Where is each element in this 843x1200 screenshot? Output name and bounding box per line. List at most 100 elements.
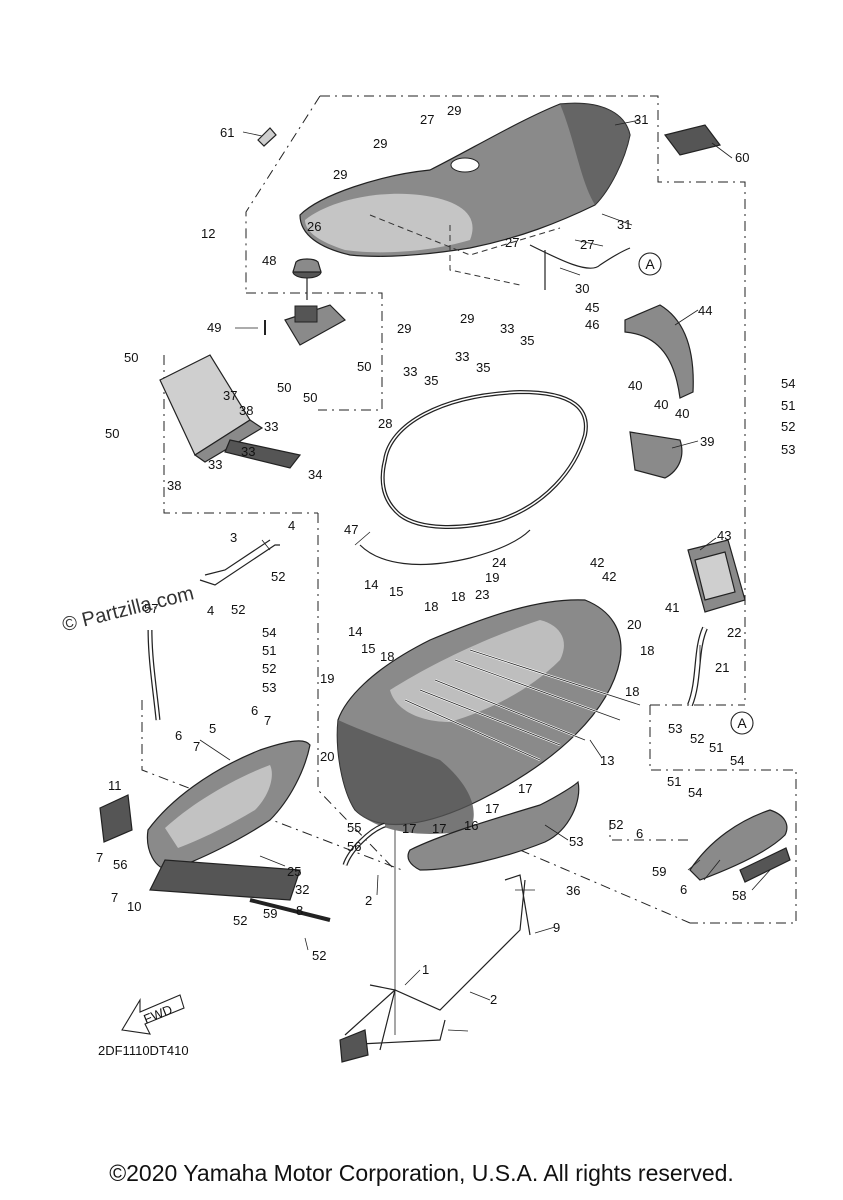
part-label: 24 <box>492 555 506 570</box>
tube-21 <box>687 626 708 707</box>
latch-assembly-49 <box>264 304 346 346</box>
part-label: 42 <box>602 569 616 584</box>
part-label: 45 <box>585 300 599 315</box>
part-label: 59 <box>652 864 666 879</box>
part-label: 18 <box>640 643 654 658</box>
part-label: 58 <box>732 888 746 903</box>
part-label: 17 <box>432 821 446 836</box>
part-label: 10 <box>127 899 141 914</box>
part-label: 41 <box>665 600 679 615</box>
part-label: 46 <box>585 317 599 332</box>
part-label: 6 <box>680 882 687 897</box>
part-labels: 61 27 29 31 60 29 29 12 26 31 27 27 48 3… <box>96 103 795 1007</box>
part-label: 52 <box>262 661 276 676</box>
part-label: 50 <box>277 380 291 395</box>
part-label: 7 <box>193 739 200 754</box>
trim-44 <box>624 304 694 399</box>
part-label: 43 <box>717 528 731 543</box>
part-label: 1 <box>422 962 429 977</box>
part-label: 11 <box>108 778 122 793</box>
part-label: 37 <box>223 388 237 403</box>
part-label: 52 <box>609 817 623 832</box>
part-label: 19 <box>320 671 334 686</box>
part-label: 56 <box>347 839 361 854</box>
part-label: 2 <box>365 893 372 908</box>
part-label: 51 <box>709 740 723 755</box>
part-label: 40 <box>628 378 642 393</box>
part-label: 15 <box>389 584 403 599</box>
part-label: 53 <box>262 680 276 695</box>
part-label: 53 <box>569 834 583 849</box>
part-label: 18 <box>625 684 639 699</box>
part-label: 29 <box>397 321 411 336</box>
bracket-43 <box>687 539 746 613</box>
part-label: 25 <box>287 864 301 879</box>
part-label: 50 <box>105 426 119 441</box>
part-label: 54 <box>781 376 795 391</box>
part-label: 31 <box>634 112 648 127</box>
part-label: 9 <box>553 920 560 935</box>
part-label: 14 <box>364 577 378 592</box>
part-label: 59 <box>263 906 277 921</box>
part-label: 55 <box>347 820 361 835</box>
part-label: 17 <box>518 781 532 796</box>
cap-48 <box>292 258 322 300</box>
part-label: 22 <box>727 625 741 640</box>
bracket-61 <box>257 127 277 147</box>
part-label: 30 <box>575 281 589 296</box>
callout-a-lower: A <box>730 711 754 735</box>
part-label: 49 <box>207 320 221 335</box>
part-label: 14 <box>348 624 362 639</box>
callout-letter: A <box>737 715 747 731</box>
reflector-11 <box>99 794 133 843</box>
part-label: 52 <box>233 913 247 928</box>
part-label: 13 <box>600 753 614 768</box>
part-label: 52 <box>781 419 795 434</box>
part-label: 27 <box>420 112 434 127</box>
hinge-39 <box>629 431 683 479</box>
part-label: 33 <box>403 364 417 379</box>
part-label: 33 <box>241 444 255 459</box>
part-label: 47 <box>344 522 358 537</box>
part-label: 7 <box>111 890 118 905</box>
stand-1 <box>339 874 531 1063</box>
part-label: 18 <box>451 589 465 604</box>
part-label: 35 <box>424 373 438 388</box>
part-label: 6 <box>251 703 258 718</box>
part-label: 54 <box>730 753 744 768</box>
part-label: 50 <box>303 390 317 405</box>
part-label: 31 <box>617 217 631 232</box>
part-label: 27 <box>505 235 519 250</box>
part-label: 26 <box>307 219 321 234</box>
storage-bin-body <box>336 599 641 834</box>
part-label: 3 <box>230 530 237 545</box>
part-label: 4 <box>288 518 295 533</box>
part-label: 28 <box>378 416 392 431</box>
part-label: 52 <box>690 731 704 746</box>
part-label: 33 <box>455 349 469 364</box>
diagram-code: 2DF1110DT410 <box>98 1043 189 1058</box>
rod-9 <box>249 898 331 922</box>
part-label: 52 <box>231 602 245 617</box>
part-label: 16 <box>464 818 478 833</box>
fwd-arrow: FWD <box>121 994 185 1035</box>
leader-lines <box>199 119 771 1035</box>
copyright-notice: ©2020 Yamaha Motor Corporation, U.S.A. A… <box>109 1160 734 1186</box>
part-label: 38 <box>167 478 181 493</box>
part-label: 20 <box>320 749 334 764</box>
part-label: 32 <box>295 882 309 897</box>
part-label: 51 <box>262 643 276 658</box>
part-label: 54 <box>262 625 276 640</box>
part-label: 6 <box>175 728 182 743</box>
part-label: 17 <box>485 801 499 816</box>
part-label: 60 <box>735 150 749 165</box>
part-label: 15 <box>361 641 375 656</box>
part-label: 54 <box>688 785 702 800</box>
part-label: 34 <box>308 467 322 482</box>
assembly-boundaries <box>141 95 797 924</box>
seal-strip-28 <box>380 389 588 529</box>
frame-assembly-5 <box>146 740 311 901</box>
part-label: 52 <box>271 569 285 584</box>
part-label: 18 <box>424 599 438 614</box>
part-label: 29 <box>333 167 347 182</box>
